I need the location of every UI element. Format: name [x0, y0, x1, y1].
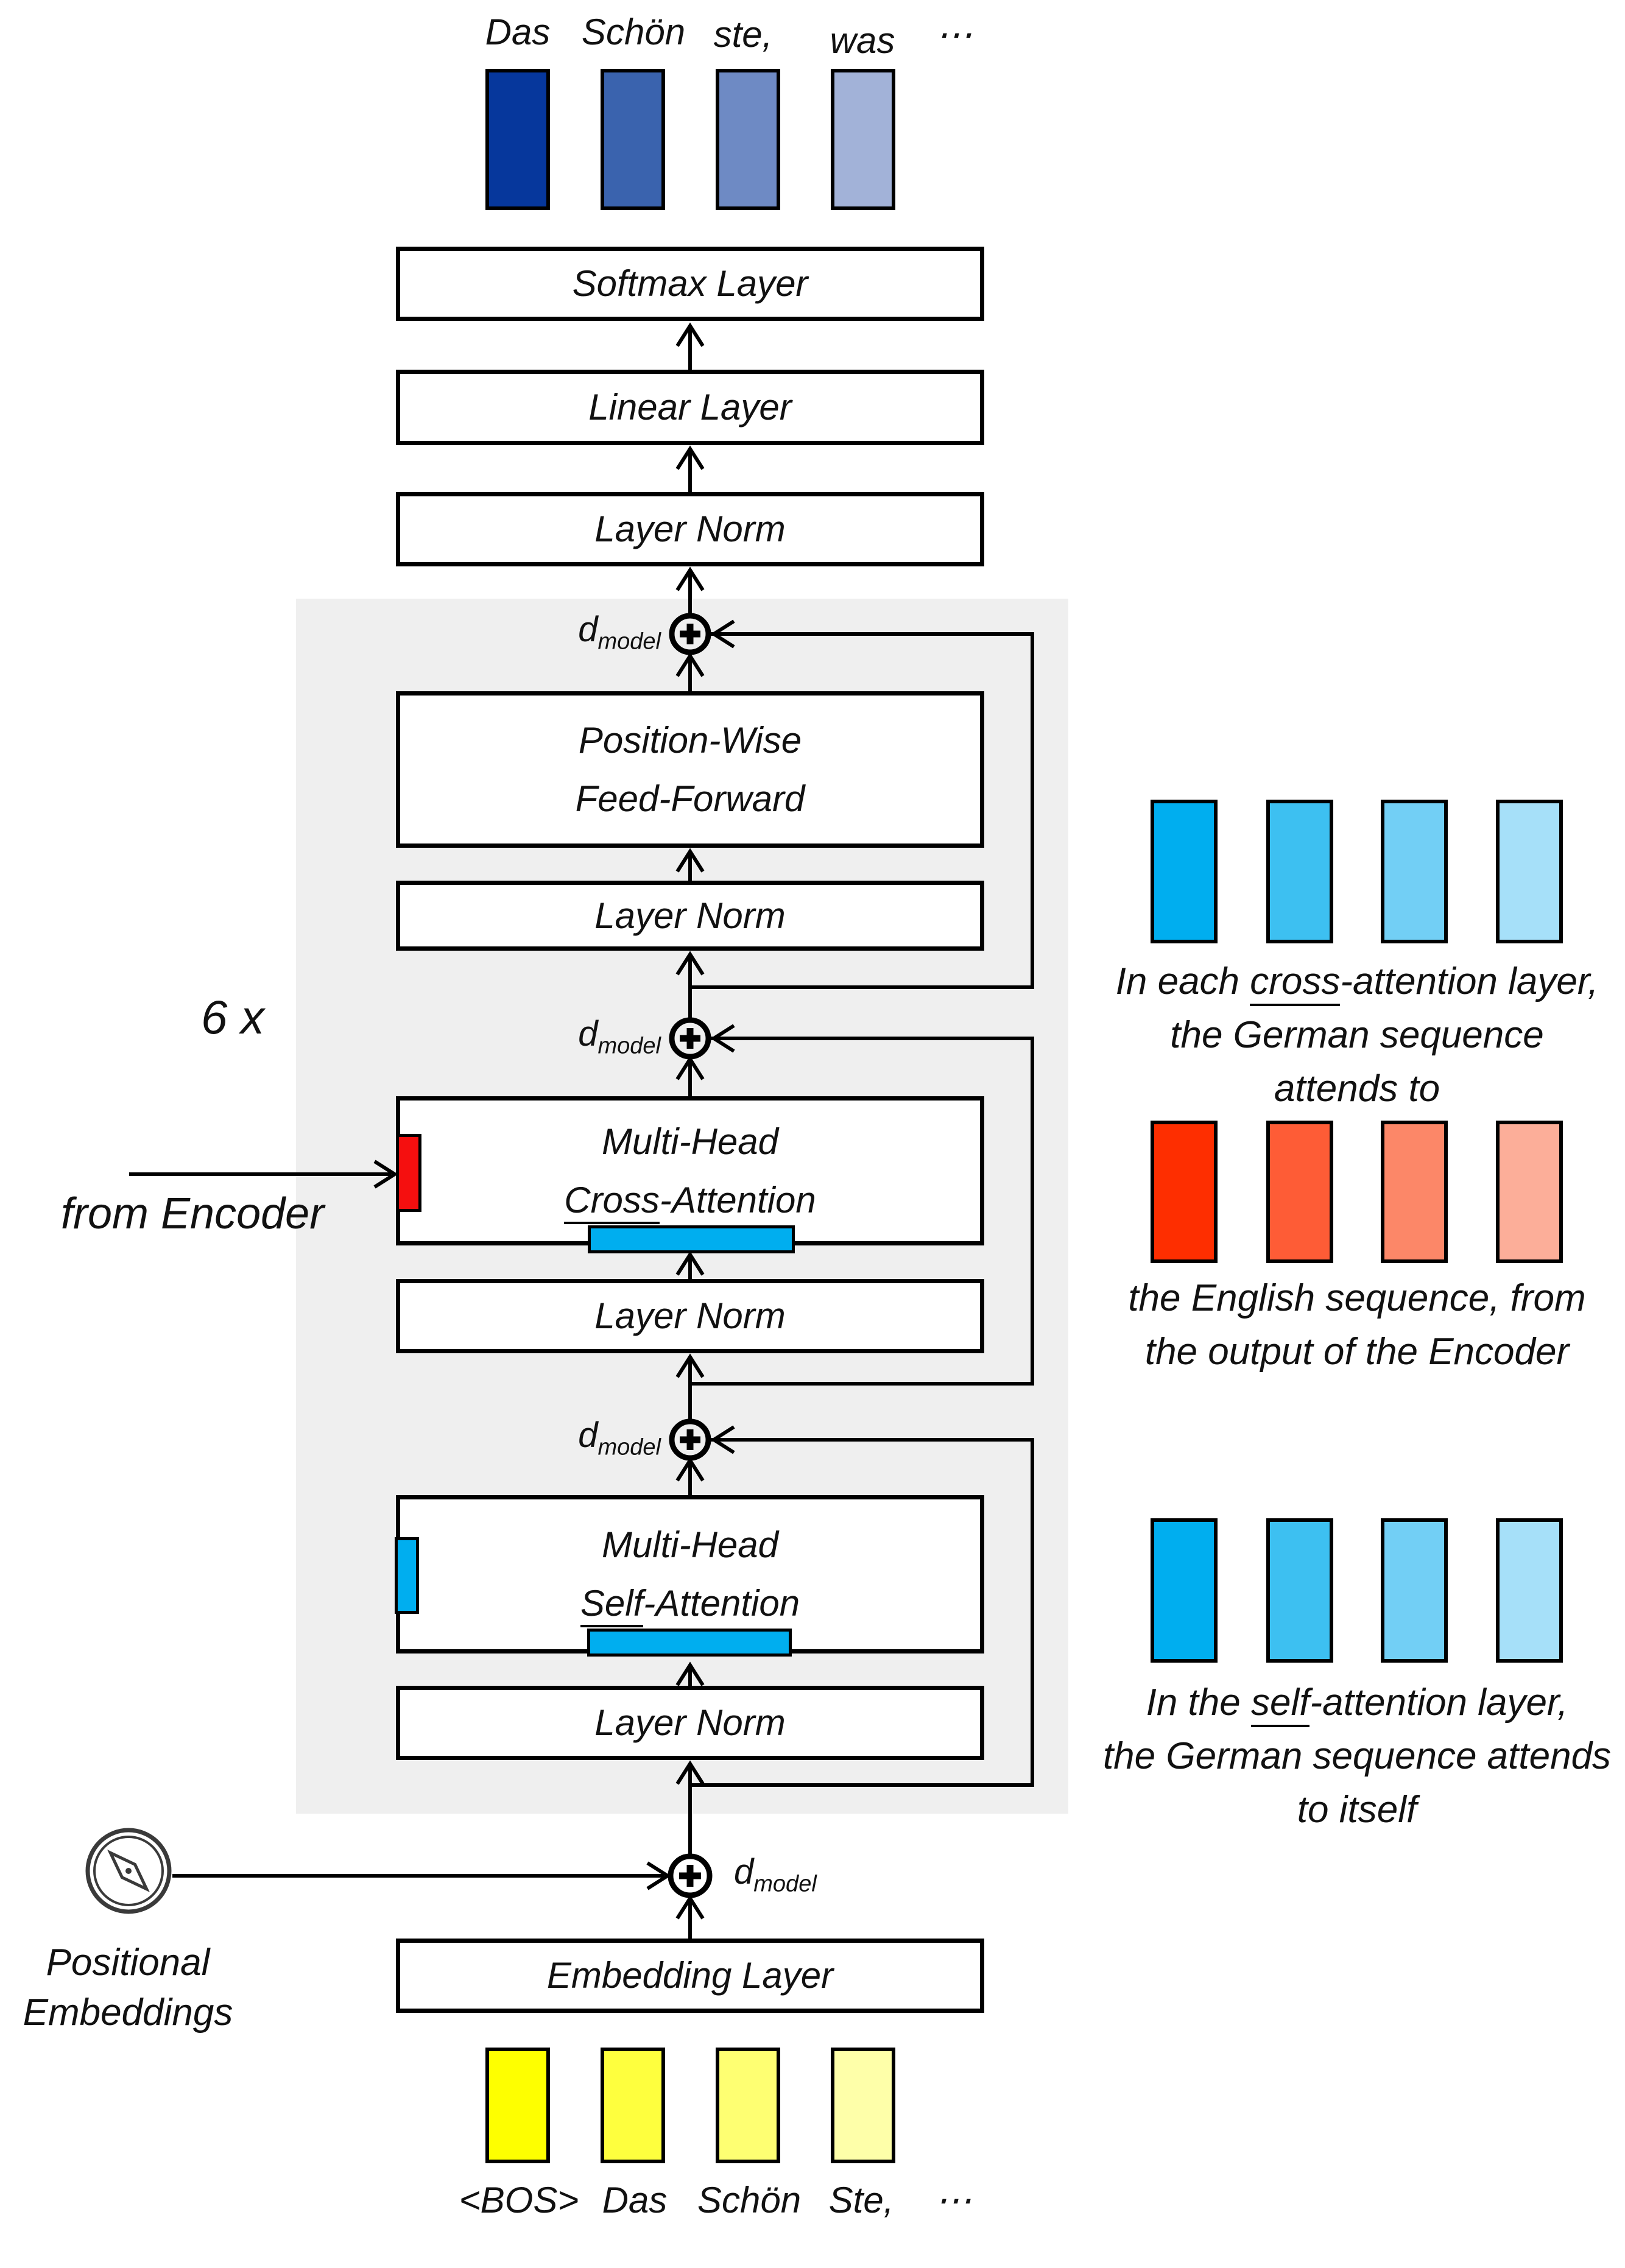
layer-norm-mid-box: Layer Norm: [396, 881, 984, 951]
input-token-label: ⋯: [935, 2180, 971, 2220]
feed-forward-box: Position-Wise Feed-Forward: [396, 691, 984, 848]
english-token-rect: [1381, 1121, 1448, 1263]
input-token-label: <BOS>: [459, 2180, 579, 2220]
input-token-label: Das: [602, 2180, 668, 2220]
cross-attention-annotation-line1: In each cross-attention layer,: [1077, 955, 1625, 1009]
german-token-rect: [1151, 1518, 1218, 1663]
german-token-rect: [1381, 1518, 1448, 1663]
feed-forward-label-line1: Position-Wise: [578, 719, 802, 761]
self-attention-annotation-line2: the German sequence attends: [1102, 1735, 1612, 1777]
output-token-label: Schön: [581, 12, 686, 52]
output-token-label: was: [830, 20, 895, 61]
layer-norm-label: Layer Norm: [594, 1702, 786, 1743]
dmodel-label-cross: dmodel: [578, 1014, 661, 1059]
output-token-rect: [831, 69, 895, 210]
positional-embeddings-arrow: [172, 1861, 671, 1890]
german-token-rect: [1266, 800, 1333, 943]
encoder-sequence-annotation-line1: the English sequence, from: [1128, 1277, 1586, 1319]
input-token-label: Ste,: [828, 2180, 894, 2220]
self-attention-input-bar: [587, 1629, 792, 1657]
self-attention-annotation: In the self-attention layer, the German …: [1077, 1676, 1625, 1837]
self-emphasis: self: [1250, 1682, 1310, 1727]
add-node-icon: [668, 1853, 713, 1898]
cross-attention-input-bar: [588, 1225, 795, 1253]
german-token-rect: [1151, 800, 1218, 943]
output-token-label: ⋯: [936, 14, 972, 55]
self-word-underlined: Self: [580, 1583, 644, 1627]
compass-icon: [85, 1828, 172, 1914]
dmodel-label-ffn: dmodel: [578, 610, 661, 655]
encoder-feature-rect: [396, 1134, 421, 1212]
english-token-rect: [1496, 1121, 1563, 1263]
cross-attention-box: Multi-Head Cross-Attention: [396, 1096, 984, 1245]
cross-attention-label-line1: Multi-Head: [601, 1121, 779, 1162]
encoder-sequence-annotation-line2: the output of the Encoder: [1144, 1331, 1570, 1373]
cross-word-underlined: Cross: [564, 1179, 660, 1224]
dmodel-label-embedding: dmodel: [734, 1852, 817, 1897]
repeat-count-label: 6 x: [201, 990, 265, 1044]
self-attention-label-line1: Multi-Head: [601, 1524, 779, 1565]
self-attention-annotation-line3: to itself: [1297, 1789, 1417, 1831]
linear-layer-box: Linear Layer: [396, 370, 984, 445]
embedding-layer-box: Embedding Layer: [396, 1939, 984, 2013]
cross-emphasis: cross: [1250, 960, 1341, 1006]
layer-norm-self-box: Layer Norm: [396, 1686, 984, 1760]
layer-norm-cross-box: Layer Norm: [396, 1279, 984, 1353]
embedding-layer-label: Embedding Layer: [546, 1955, 834, 1996]
output-token-rect: [601, 69, 665, 210]
german-token-rect: [1496, 800, 1563, 943]
cross-attention-label-line2: Cross-Attention: [564, 1171, 816, 1230]
dmodel-label-self: dmodel: [578, 1415, 661, 1460]
input-token-rect: [831, 2048, 895, 2163]
english-token-rect: [1151, 1121, 1218, 1263]
cross-attention-annotation: In each cross-attention layer, the Germa…: [1077, 955, 1625, 1116]
input-token-rect: [485, 2048, 550, 2163]
self-suffix: -Attention: [643, 1583, 800, 1624]
cross-attention-annotation-line2: the German sequence: [1170, 1014, 1544, 1056]
self-attention-label-line2: Self-Attention: [580, 1574, 800, 1633]
from-encoder-label: from Encoder: [61, 1189, 325, 1238]
linear-layer-label: Linear Layer: [588, 387, 792, 428]
softmax-layer-label: Softmax Layer: [572, 263, 808, 304]
input-token-label: Schön: [697, 2180, 802, 2220]
feed-forward-label-line2: Feed-Forward: [575, 778, 805, 819]
softmax-layer-box: Softmax Layer: [396, 247, 984, 321]
encoder-sequence-annotation: the English sequence, from the output of…: [1077, 1272, 1625, 1379]
german-token-rect: [1381, 800, 1448, 943]
layer-norm-label: Layer Norm: [594, 895, 786, 936]
input-token-rect: [716, 2048, 780, 2163]
layer-norm-label: Layer Norm: [594, 1295, 786, 1336]
english-token-rect: [1266, 1121, 1333, 1263]
output-token-label: ste,: [713, 14, 773, 55]
positional-embeddings-label: Positional Embeddings: [23, 1942, 233, 2034]
german-token-rect: [1266, 1518, 1333, 1663]
decoder-feature-rect: [395, 1537, 419, 1614]
layer-norm-top-box: Layer Norm: [396, 492, 984, 566]
cross-attention-annotation-line3: attends to: [1274, 1068, 1440, 1110]
self-attention-annotation-line1: In the self-attention layer,: [1077, 1676, 1625, 1730]
output-token-rect: [485, 69, 550, 210]
input-token-rect: [601, 2048, 665, 2163]
german-token-rect: [1496, 1518, 1563, 1663]
layer-norm-label: Layer Norm: [594, 509, 786, 549]
output-token-rect: [716, 69, 780, 210]
cross-suffix: -Attention: [659, 1179, 816, 1220]
output-token-label: Das: [485, 12, 551, 52]
